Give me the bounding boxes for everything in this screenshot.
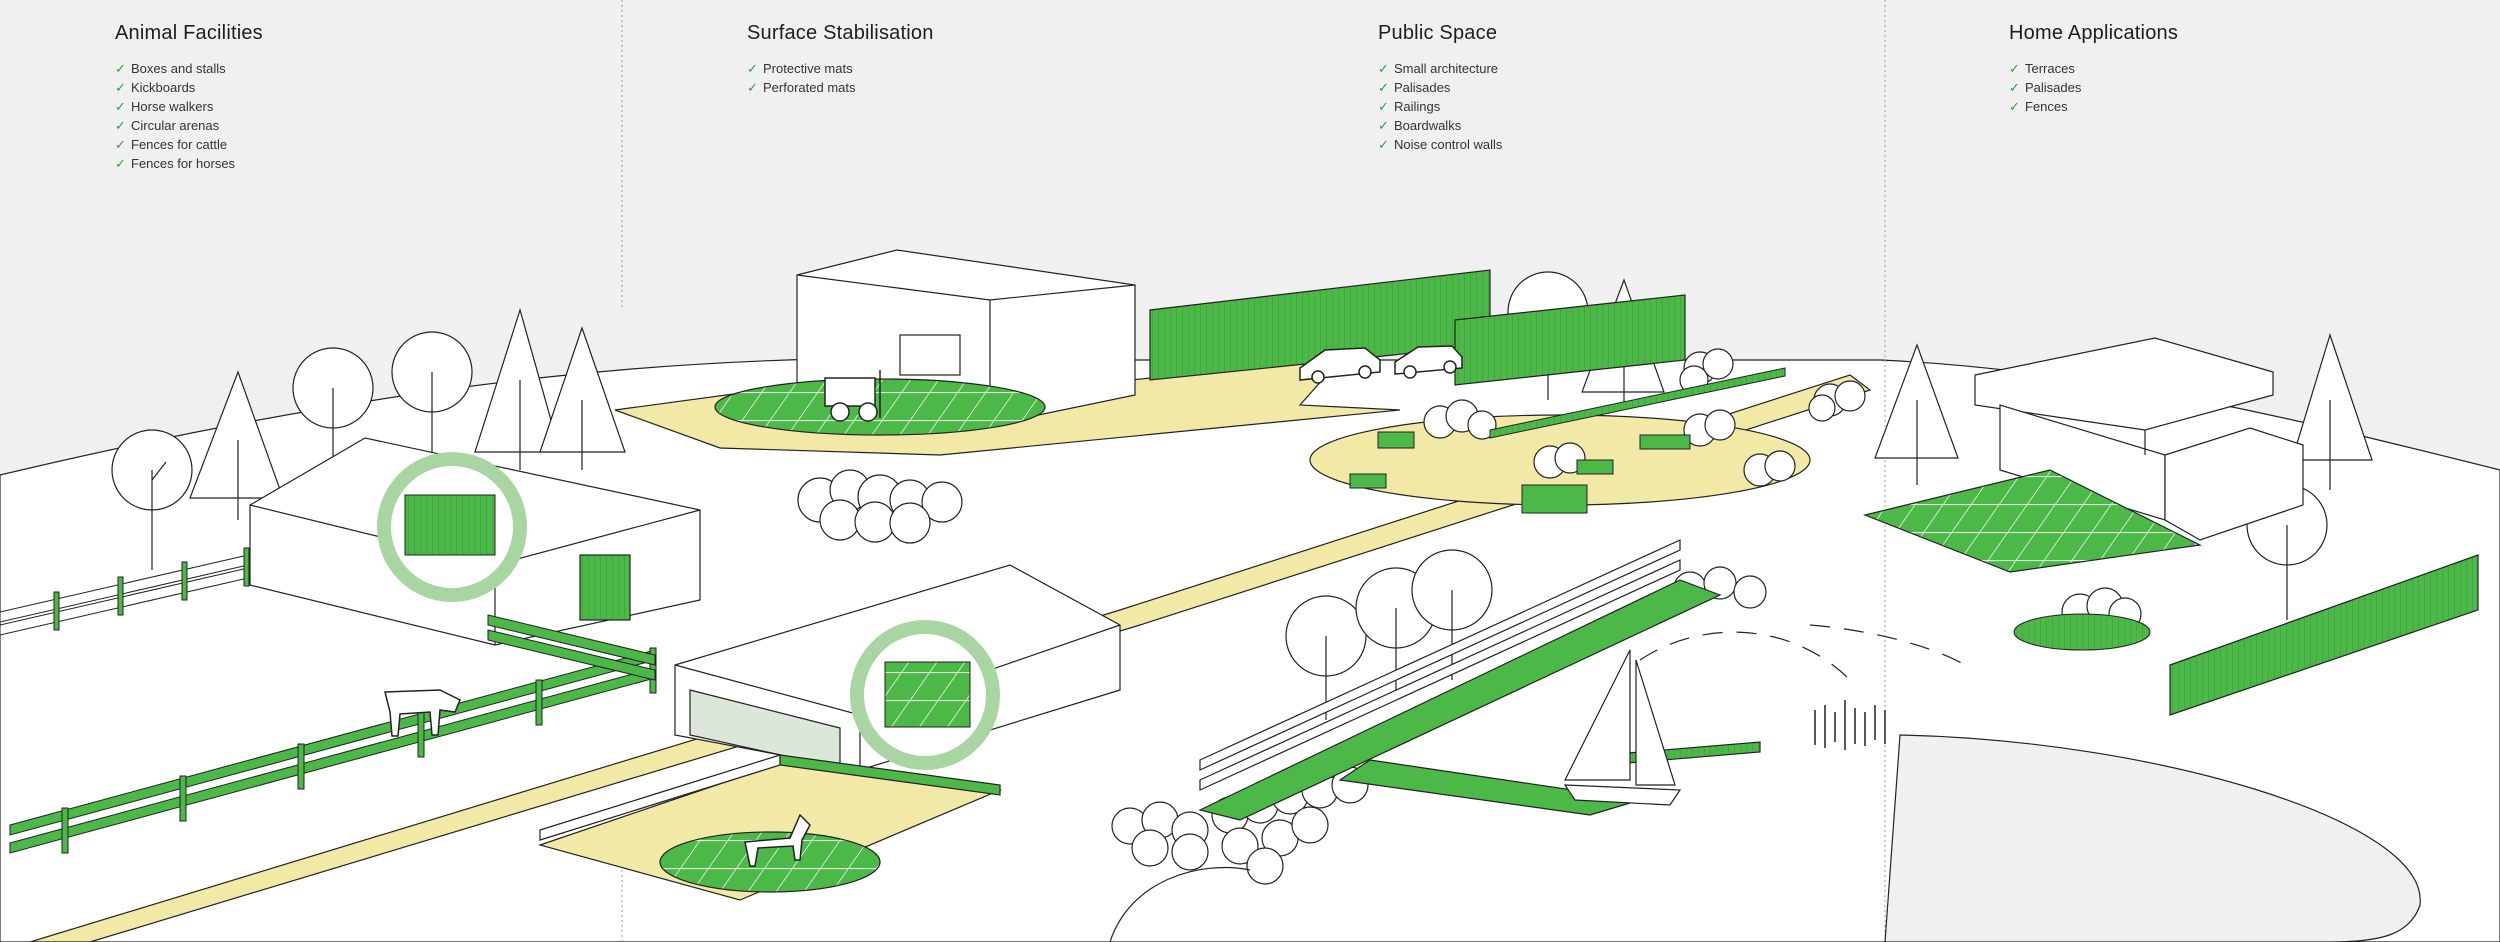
planter-ring — [2013, 613, 2151, 651]
check-icon: ✓ — [115, 137, 126, 152]
list-item-label: Kickboards — [131, 80, 196, 95]
check-icon: ✓ — [1378, 137, 1389, 152]
list-item: ✓ Boxes and stalls — [115, 59, 675, 78]
list-item: ✓ Palisades — [2009, 78, 2500, 97]
check-icon: ✓ — [1378, 118, 1389, 133]
category-animal-facilities: Animal Facilities ✓ Boxes and stalls ✓ Kic… — [115, 22, 675, 173]
category-title: Surface Stabilisation — [747, 22, 934, 44]
section-dividers — [621, 0, 1886, 942]
fence-left — [0, 547, 250, 636]
terrace — [1863, 469, 2202, 573]
list-item: ✓ Terraces — [2009, 59, 2500, 78]
list-item-label: Boxes and stalls — [131, 61, 226, 76]
check-icon: ✓ — [115, 156, 126, 171]
list-item: ✓ Perforated mats — [747, 78, 1307, 97]
list-item: ✓ Noise control walls — [1378, 135, 1938, 154]
list-item-label: Noise control walls — [1394, 137, 1503, 152]
forklift-icon — [824, 370, 881, 422]
category-surface-stabilisation: Surface Stabilisation ✓ Protective mats ✓… — [747, 22, 1307, 97]
check-icon: ✓ — [2009, 80, 2020, 95]
list-item-label: Circular arenas — [131, 118, 220, 133]
horse-icon — [744, 813, 811, 867]
list-item-label: Fences — [2025, 99, 2068, 114]
lake-shape — [1884, 734, 2421, 942]
list-item-label: Perforated mats — [763, 80, 856, 95]
list-item: ✓ Fences — [2009, 97, 2500, 116]
feature-list: ✓ Terraces ✓ Palisades ✓ Fences — [2009, 59, 2500, 116]
feature-list: ✓ Boxes and stalls ✓ Kickboards ✓ Horse wal… — [115, 59, 675, 173]
sailboat-icon — [1563, 649, 1682, 806]
check-icon: ✓ — [1378, 80, 1389, 95]
check-icon: ✓ — [115, 99, 126, 114]
list-item: ✓ Horse walkers — [115, 97, 675, 116]
list-item-label: Horse walkers — [131, 99, 214, 114]
check-icon: ✓ — [2009, 61, 2020, 76]
noise-wall — [1149, 269, 1686, 386]
list-item-label: Boardwalks — [1394, 118, 1462, 133]
check-icon: ✓ — [1378, 99, 1389, 114]
list-item-label: Fences for horses — [131, 156, 236, 171]
category-public-space: Public Space ✓ Small architecture ✓ Palisa… — [1378, 22, 1938, 154]
list-item-label: Palisades — [1394, 80, 1451, 95]
paddock — [537, 754, 1003, 901]
category-title: Home Applications — [2009, 22, 2179, 44]
feature-list: ✓ Small architecture ✓ Palisades ✓ Railings… — [1378, 59, 1938, 154]
list-item: ✓ Protective mats — [747, 59, 1307, 78]
car-icons — [1299, 345, 1463, 384]
list-item-label: Fences for cattle — [131, 137, 228, 152]
sand-path — [29, 374, 1872, 942]
check-icon: ✓ — [2009, 99, 2020, 114]
check-icon: ✓ — [747, 80, 758, 95]
list-item-label: Palisades — [2025, 80, 2082, 95]
fence-home — [2169, 554, 2479, 716]
list-item-label: Small architecture — [1394, 61, 1499, 76]
list-item: ✓ Boardwalks — [1378, 116, 1938, 135]
house — [1974, 337, 2304, 541]
feature-list: ✓ Protective mats ✓ Perforated mats — [747, 59, 1307, 97]
category-title: Public Space — [1378, 22, 1498, 44]
check-icon: ✓ — [115, 80, 126, 95]
cow-icon — [384, 689, 461, 737]
category-title: Animal Facilities — [115, 22, 263, 44]
boardwalk — [1198, 539, 1761, 821]
check-icon: ✓ — [1378, 61, 1389, 76]
check-icon: ✓ — [115, 61, 126, 76]
list-item: ✓ Fences for cattle — [115, 135, 675, 154]
pond — [1109, 866, 1251, 942]
hill-lines — [1639, 624, 1966, 681]
list-item-label: Railings — [1394, 99, 1441, 114]
list-item: ✓ Palisades — [1378, 78, 1938, 97]
list-item: ✓ Kickboards — [115, 78, 675, 97]
list-item: ✓ Circular arenas — [115, 116, 675, 135]
trees — [111, 271, 2373, 720]
list-item: ✓ Small architecture — [1378, 59, 1938, 78]
category-home-applications: Home Applications ✓ Terraces ✓ Palisades ✓… — [2009, 22, 2500, 116]
list-item-label: Terraces — [2025, 61, 2075, 76]
list-item-label: Protective mats — [763, 61, 853, 76]
list-item: ✓ Fences for horses — [115, 154, 675, 173]
check-icon: ✓ — [747, 61, 758, 76]
fence-cattle — [9, 614, 657, 854]
check-icon: ✓ — [115, 118, 126, 133]
reeds — [1814, 700, 1886, 750]
list-item: ✓ Railings — [1378, 97, 1938, 116]
palisade — [1489, 367, 1786, 439]
benches — [1349, 431, 1691, 514]
